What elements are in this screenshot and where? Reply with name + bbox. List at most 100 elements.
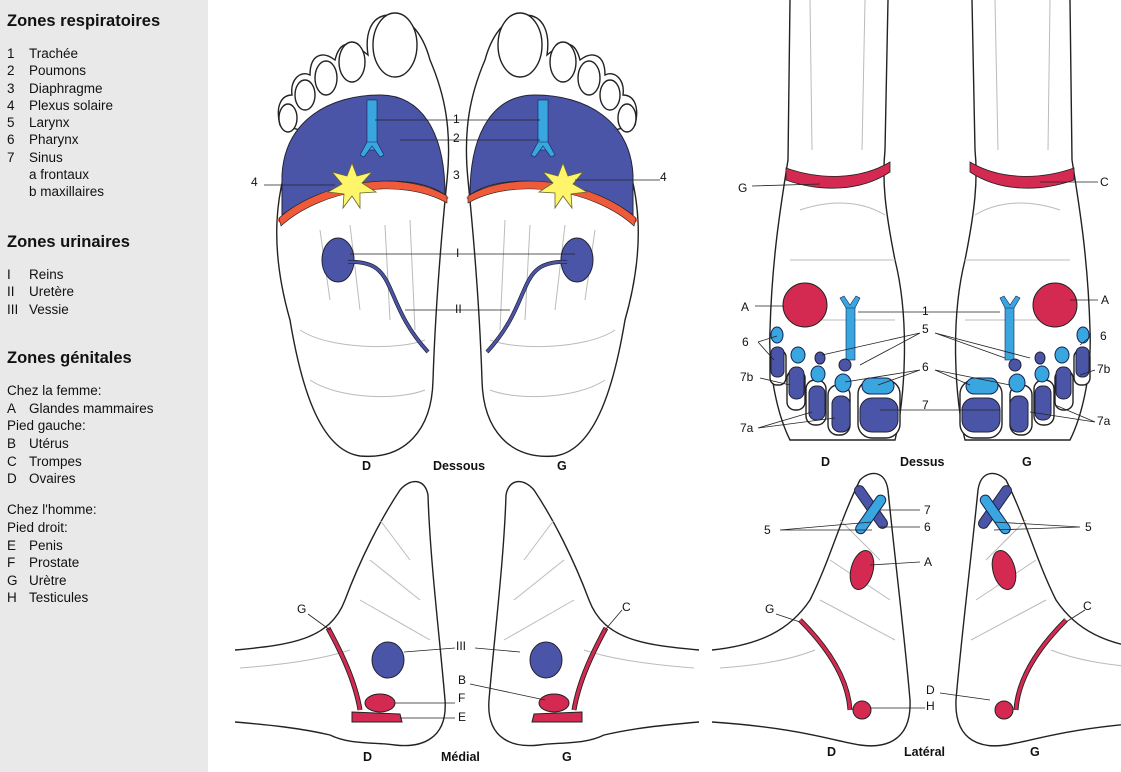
legend-label: Plexus solaire: [29, 97, 114, 113]
foot-top-right: [769, 0, 906, 441]
legend-label: Ovaires: [29, 470, 76, 486]
label-A: A: [924, 555, 932, 569]
legend-item: 4 Plexus solaire: [7, 97, 160, 114]
legend-label: Glandes mammaires: [29, 401, 154, 416]
legend-key: 2: [7, 63, 15, 79]
label-G: G: [765, 602, 774, 616]
label-G: G: [297, 602, 306, 616]
view-lateral: 7 6 5 5 A G C D H D Latéral G: [711, 472, 1121, 759]
legend-key: 3: [7, 80, 15, 96]
legend-label: Poumons: [29, 63, 87, 79]
legend-label: Trompes: [29, 453, 82, 469]
label-F: F: [458, 691, 465, 705]
legend-subheading: Pied droit:: [7, 520, 68, 536]
legend-key: 4: [7, 97, 15, 113]
label-B: B: [458, 673, 466, 687]
label-7: 7: [924, 503, 931, 517]
foot-lateral-left: [955, 472, 1121, 747]
label-C: C: [1083, 599, 1092, 613]
legend-label: Utérus: [29, 436, 69, 452]
label-7b: 7b: [740, 370, 754, 384]
legend-item: A Glandes mammaires: [7, 400, 154, 417]
label-left-foot: G: [557, 459, 567, 473]
legend-key: E: [7, 538, 17, 554]
label-5: 5: [1085, 520, 1092, 534]
legend-label: Penis: [29, 538, 63, 554]
legend-key: F: [7, 555, 16, 571]
legend-heading: Zones urinaires: [7, 233, 130, 251]
label-H: H: [926, 699, 935, 713]
label-A: A: [741, 300, 749, 314]
reflexology-diagram: 1 2 3 4 4 I II D Dessous G G C A A 1 5 6…: [234, 0, 1121, 764]
legend-item: 7 Sinus: [7, 149, 160, 166]
label-4: 4: [660, 170, 667, 184]
label-6: 6: [922, 360, 929, 374]
label-6: 6: [1100, 329, 1107, 343]
label-1: 1: [453, 112, 460, 126]
legend-label: Vessie: [29, 301, 69, 317]
legend-item: C Trompes: [7, 453, 154, 470]
label-5: 5: [922, 322, 929, 336]
label-7: 7: [922, 398, 929, 412]
legend-subitem: a frontaux: [29, 167, 90, 183]
label-right-foot: D: [827, 745, 836, 759]
legend-genital: Zones génitales Chez la femme: A Glandes …: [7, 349, 154, 606]
legend-label: Reins: [29, 267, 64, 282]
view-dessus: G C A A 1 5 6 7 6 7b 7a 6 7b 7a D Dessus…: [738, 0, 1111, 469]
label-2: 2: [453, 131, 460, 145]
label-left-foot: G: [1022, 455, 1032, 469]
legend-key: 7: [7, 149, 15, 165]
foot-sole-left: [466, 12, 638, 458]
foot-medial-right: [234, 480, 446, 747]
legend-key: C: [7, 453, 17, 469]
label-6: 6: [742, 335, 749, 349]
label-G: G: [738, 181, 747, 195]
label-II: II: [455, 302, 462, 316]
view-caption: Médial: [441, 750, 480, 764]
label-right-foot: D: [363, 750, 372, 764]
legend-subheading: Pied gauche:: [7, 418, 86, 434]
legend-key: G: [7, 572, 18, 588]
label-C: C: [1100, 175, 1109, 189]
legend-label: Uretère: [29, 284, 75, 300]
label-A: A: [1101, 293, 1109, 307]
label-D: D: [926, 683, 935, 697]
legend-item: I Reins: [7, 266, 130, 283]
label-7a: 7a: [740, 421, 754, 435]
view-caption: Latéral: [904, 745, 945, 759]
legend-key: III: [7, 301, 19, 317]
foot-medial-left: [488, 480, 700, 747]
legend-key: 6: [7, 132, 15, 148]
label-E: E: [458, 710, 466, 724]
view-dessous: 1 2 3 4 4 I II D Dessous G: [251, 12, 667, 473]
label-5: 5: [764, 523, 771, 537]
legend-key: 1: [7, 46, 15, 61]
legend-heading: Zones génitales: [7, 349, 132, 367]
label-7a: 7a: [1097, 414, 1111, 428]
label-4: 4: [251, 175, 258, 189]
label-3: 3: [453, 168, 460, 182]
legend-subheading: Chez l'homme:: [7, 502, 97, 518]
legend-key: A: [7, 401, 17, 416]
legend-label: Diaphragme: [29, 80, 103, 96]
foot-top-left: [954, 0, 1091, 441]
legend-key: I: [7, 267, 11, 282]
legend-label: Larynx: [29, 115, 70, 131]
legend-item: III Vessie: [7, 301, 130, 318]
label-6: 6: [924, 520, 931, 534]
legend-subheading: Chez la femme:: [7, 383, 102, 398]
legend-label: Sinus: [29, 149, 63, 165]
legend-item: 2 Poumons: [7, 62, 160, 79]
label-III: III: [456, 639, 466, 653]
legend-key: H: [7, 590, 17, 606]
legend-item: E Penis: [7, 537, 154, 554]
legend-heading: Zones respiratoires: [7, 12, 161, 30]
